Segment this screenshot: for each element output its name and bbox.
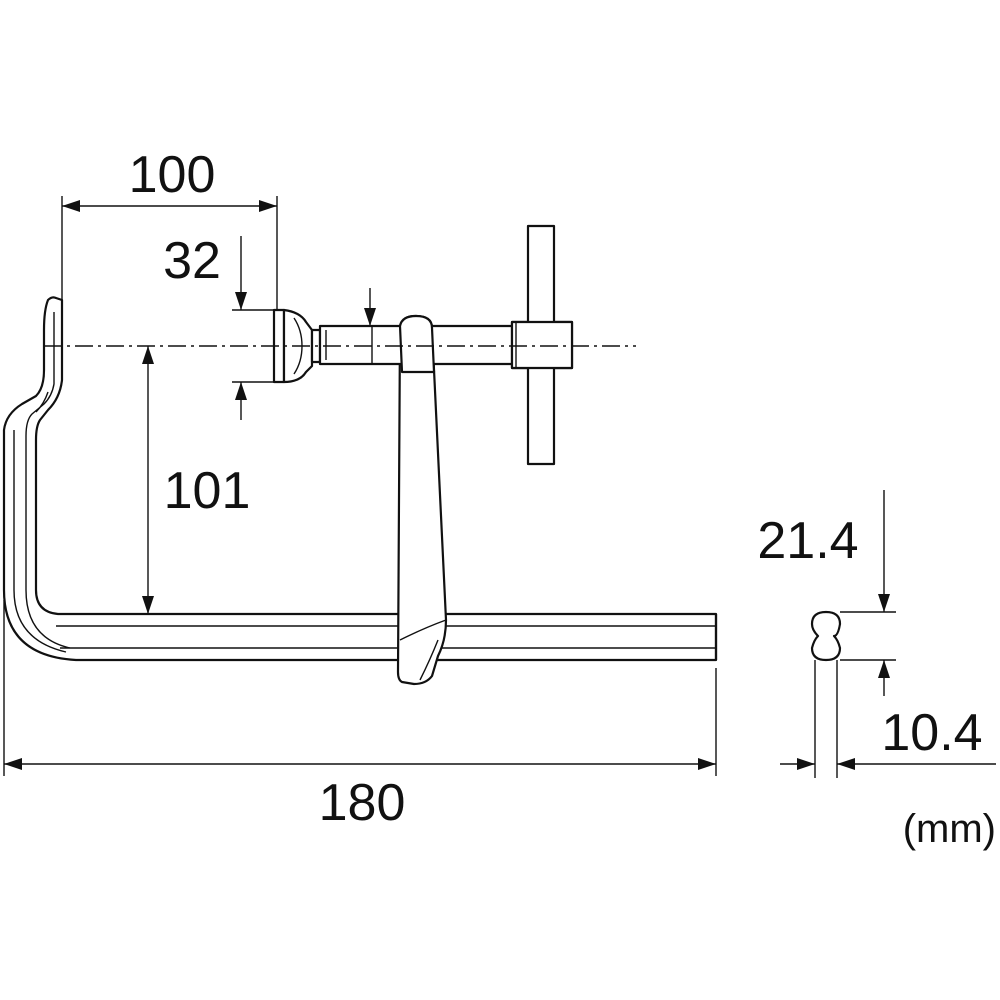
pad-diameter-label: 32 — [163, 232, 221, 290]
dimension-bar-height: 21.4 — [757, 490, 890, 696]
dimension-throat-width: 100 — [61, 146, 278, 310]
bar-thickness-label: 10.4 — [881, 704, 982, 762]
throat-width-label: 100 — [129, 146, 216, 204]
dimension-pad-diameter: 32 — [163, 232, 274, 420]
overall-length-label: 180 — [319, 774, 406, 832]
throat-depth-label: 101 — [164, 462, 251, 520]
clamp-frame — [2, 296, 718, 662]
cross-section-profile — [810, 610, 842, 662]
bar-cross-section — [810, 610, 896, 778]
unit-label: (mm) — [903, 807, 996, 851]
spindle-marker-arrow — [364, 288, 376, 326]
dimension-throat-depth: 101 — [142, 346, 250, 614]
dimension-overall-length: 180 — [3, 600, 717, 832]
dimension-bar-thickness: 10.4 — [780, 704, 996, 770]
frame-body — [2, 296, 718, 662]
bar-height-label: 21.4 — [757, 512, 858, 570]
